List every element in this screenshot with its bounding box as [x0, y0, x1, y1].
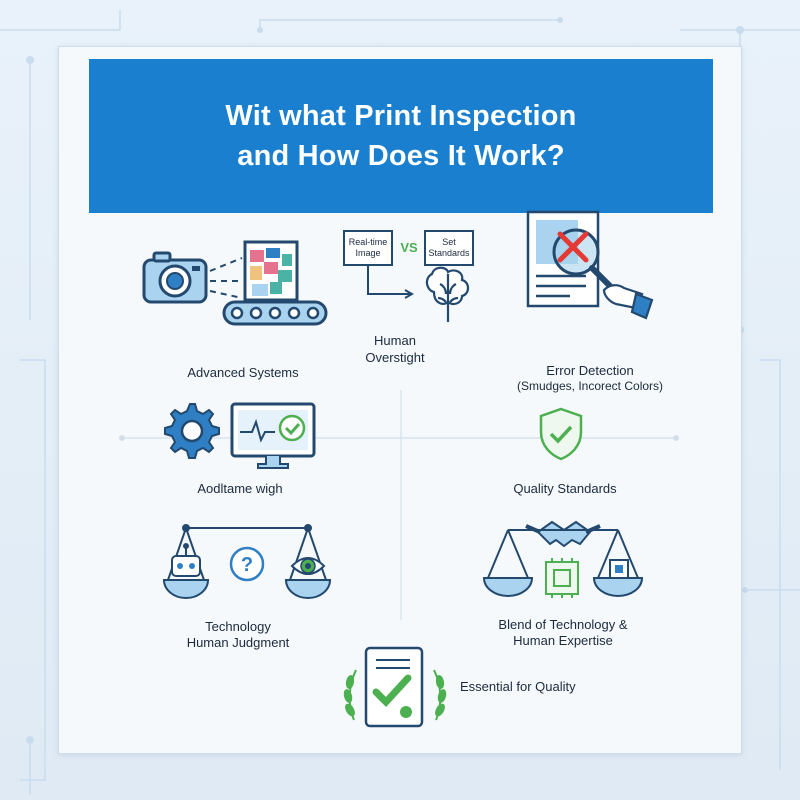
infographic-card: Wit what Print Inspection and How Does I… [58, 46, 742, 754]
label-advanced-systems: Advanced Systems [187, 365, 299, 380]
label-essential: Essential for Quality [460, 679, 576, 694]
robot-icon [171, 543, 201, 577]
compare-right-1: Set [442, 237, 456, 247]
title-banner: Wit what Print Inspection and How Does I… [89, 59, 713, 213]
label-overstight: Overstight [365, 350, 425, 365]
label-quality-standards: Quality Standards [513, 481, 617, 496]
compare-left-2: Image [355, 248, 381, 258]
scale-icon [162, 524, 332, 599]
label-technology: Technology [205, 619, 271, 634]
label-error-detection: Error Detection [546, 363, 634, 378]
error-detection-illustration [526, 210, 654, 320]
title-line-2: and How Does It Work? [237, 140, 565, 172]
eye-icon [290, 557, 326, 575]
set-standards-box: Set Standards [424, 230, 474, 266]
chip-icon [545, 558, 579, 598]
error-x-icon [557, 231, 589, 263]
realtime-image-box: Real-time Image [343, 230, 393, 266]
camera-icon [142, 251, 208, 304]
tech-judgment-illustration: ? [162, 524, 332, 599]
human-oversight-illustration [367, 266, 470, 322]
realtime-analysis-illustration [164, 402, 316, 469]
check-icon [278, 414, 306, 442]
label-blend-2: Human Expertise [513, 633, 613, 648]
shield-check-icon [539, 407, 583, 461]
vs-text: VS [400, 240, 418, 255]
compare-right-2: Standards [428, 248, 470, 258]
label-realtime: Aodltame wigh [197, 481, 283, 496]
advanced-systems-illustration [142, 240, 328, 326]
label-blend-1: Blend of Technology & [498, 617, 628, 632]
svg-text:?: ? [241, 554, 253, 576]
handshake-icon [525, 520, 601, 548]
certificate-icon [364, 646, 424, 728]
label-human-judgment: Human Judgment [186, 635, 290, 650]
brain-icon [425, 266, 470, 322]
print-sheet-icon [243, 240, 299, 302]
laurel-icon [343, 669, 447, 721]
blend-illustration [482, 520, 644, 598]
gear-icon [164, 403, 220, 459]
compare-left-1: Real-time [348, 237, 388, 247]
hand-icon [602, 284, 654, 320]
conveyor-belt-icon [222, 300, 328, 326]
essential-quality-illustration [343, 646, 447, 728]
title-line-1: Wit what Print Inspection [225, 100, 577, 132]
label-error-detail: (Smudges, Incorect Colors) [516, 379, 664, 393]
label-human: Human [374, 333, 416, 348]
question-icon: ? [229, 546, 265, 582]
